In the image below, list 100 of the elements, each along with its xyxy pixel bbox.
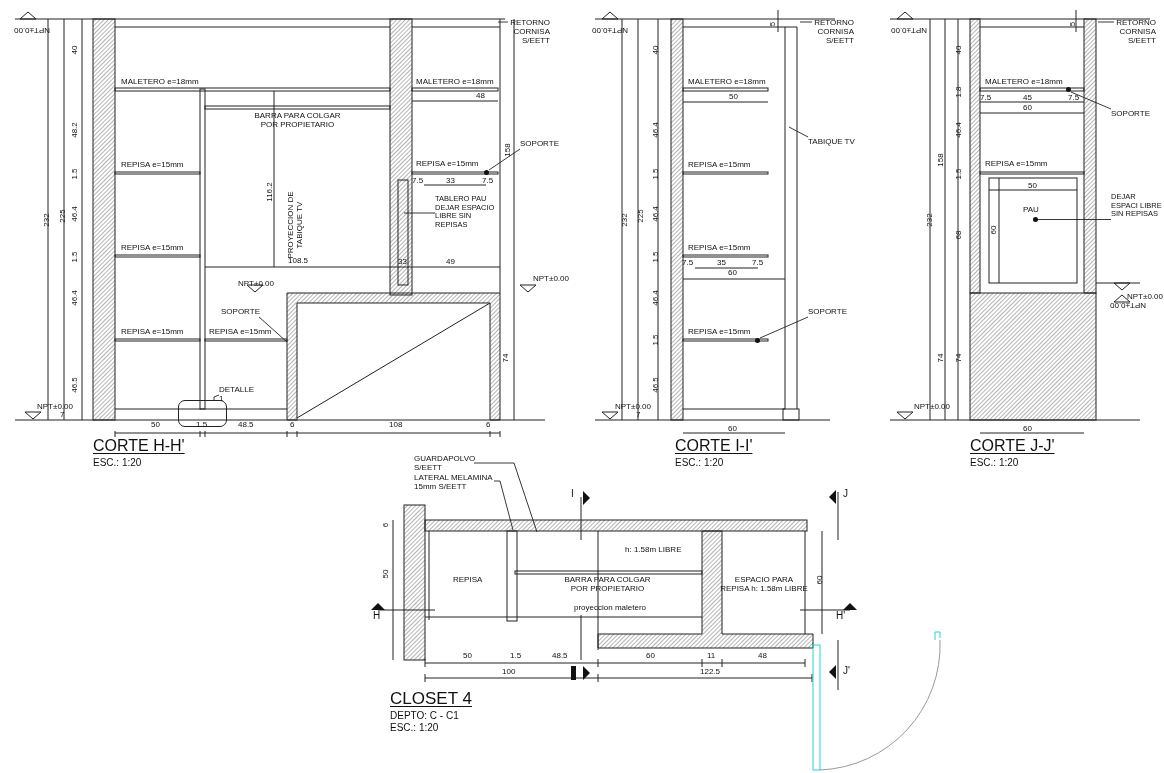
scale-note: ESC.: 1:20 [970,457,1019,469]
dimension-value: 50 [1028,181,1037,191]
support-dot [755,338,760,343]
dimension-value: 108 [389,420,403,430]
dimension-value: 232 [42,213,52,227]
level-mark: NPT±0.00 [592,25,628,35]
part-label: ESPACIO PARA REPISA h: 1.58m LIBRE [720,575,808,594]
dimension-value: 158 [503,143,513,157]
dimension-value: 7.5 [482,176,494,186]
level-mark: NPT±0.00 [891,25,927,35]
dimension-value: 60 [1023,103,1032,113]
part-label: REPISA e=15mm [121,327,184,337]
leader-line [493,480,514,531]
part-label: PROYECCION DE TABIQUE TV [285,190,304,259]
part-label: REPISA e=15mm [209,327,272,337]
dimension-value: 46.4 [651,206,661,222]
leader-line [473,462,538,533]
section-cut-letter: J [843,488,848,500]
dimension-value: 46.5 [651,377,661,393]
level-mark: NPT±0.00 [1127,292,1163,302]
dimension-value: 46.4 [651,122,661,138]
dimension-value: 48.5 [552,651,568,661]
callout-label: SOPORTE [808,307,846,317]
level-mark: NPT±0.00 [914,402,950,412]
dimension-value: 49 [446,257,455,267]
leader-line [1070,91,1112,110]
dimension-value: 48 [476,91,485,101]
dimension-value: 1.8 [954,86,964,98]
level-mark: NPT±0.00 [37,402,73,412]
dimension-value: 74 [501,353,511,363]
detail-outline [178,400,227,427]
leader-line [497,21,509,23]
dimension-value: 122.5 [700,667,721,677]
dimension-value: 6 [381,522,391,528]
dimension-value: 100 [502,667,516,677]
dimension-value: 116.2 [265,182,275,202]
callout-label: SOPORTE [1111,109,1151,119]
dimension-value: 1.5 [651,251,661,263]
dimension-value: 5 [768,21,778,27]
dimension-value: 232 [620,213,630,227]
section-cut-letter: J' [843,665,850,677]
callout-label: SOPORTE [221,307,259,317]
leader-line [1037,219,1112,220]
section-cut-letter: H [373,610,381,622]
dimension-value: 48.5 [238,420,254,430]
callout-label: RETORNO CORNISA S/EETT [508,18,550,46]
dimension-value: 46.5 [70,377,80,393]
section-title: CORTE H-H' [93,437,185,456]
dimension-value: 7 [636,410,641,420]
leader-line [488,148,521,171]
support-dot [1033,217,1038,222]
part-label: REPISA e=15mm [688,160,751,170]
part-label: MALETERO e=18mm [121,77,199,87]
part-label: proyeccion maletero [574,603,647,613]
level-mark: NPT±0.00 [238,279,274,289]
dimension-value: 60 [1023,424,1032,434]
dimension-value: 1.5 [70,251,80,263]
leader-line [403,212,436,214]
part-label: PAU [1023,205,1039,215]
dimension-value: 60 [989,225,999,235]
dimension-value: 35 [717,258,726,268]
part-label: BARRA PARA COLGAR POR PROPIETARIO [253,111,342,130]
dimension-value: 33 [446,176,455,186]
dimension-value: 60 [728,424,737,434]
level-mark: NPT±0.00 [14,25,50,35]
part-label: REPISA [453,575,483,585]
part-label: REPISA e=15mm [121,160,184,170]
dimension-value: 6 [486,420,491,430]
dimension-value: 1.5 [510,651,522,661]
dimension-value: 60 [728,268,737,278]
section-cut-letter: H' [836,610,846,622]
leader-line [759,316,809,339]
part-label: REPISA e=15mm [416,159,479,169]
level-mark: NPT±0.00 [533,274,569,284]
scale-note: ESC.: 1:20 [675,457,724,469]
section-title: CORTE I-I' [675,437,753,456]
leader-line [788,126,809,138]
dimension-value: 6 [290,420,295,430]
part-label: REPISA e=15mm [985,159,1048,169]
dimension-value: 7.5 [682,258,694,268]
part-label: BARRA PARA COLGAR POR PROPIETARIO [563,575,652,594]
part-label: MALETERO e=18mm [688,77,766,87]
section-cut-letter: I [571,488,574,500]
dimension-value: 45 [1023,93,1032,103]
leader-line [799,21,813,23]
dimension-value: 40 [651,45,661,55]
callout-label: LATERAL MELAMINA 15mm S/EETT [414,473,494,492]
scale-note: DEPTO: C - C1 [390,710,459,722]
dimension-value: 48 [758,651,767,661]
level-mark: NPT±0.00 [1110,300,1146,310]
support-dot [484,170,489,175]
dimension-value: 50 [729,92,738,102]
dimension-value: 33 [398,257,407,267]
part-label: h: 1.58m LIBRE [625,545,682,555]
part-label: REPISA e=15mm [688,243,751,253]
dimension-value: 40 [954,45,964,55]
callout-label: TABIQUE TV [808,137,856,147]
section-title: CLOSET 4 [390,689,472,709]
dimension-value: 40 [70,45,80,55]
dimension-value: 158 [936,153,946,167]
